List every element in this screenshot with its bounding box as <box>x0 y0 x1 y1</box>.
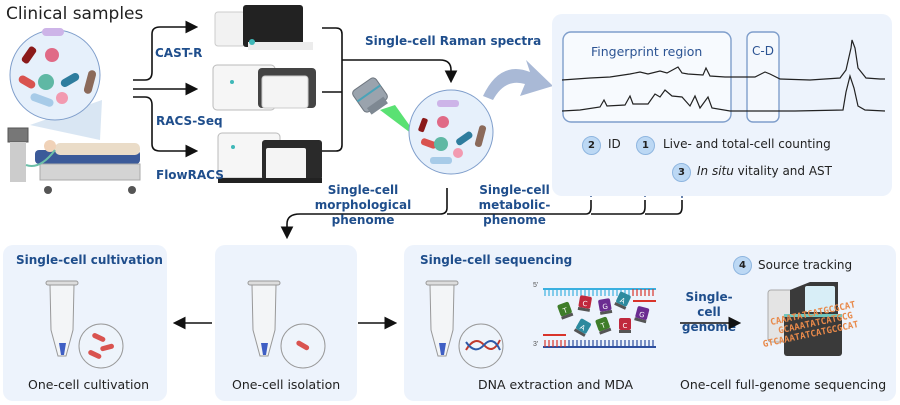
svg-text:T: T <box>561 306 569 316</box>
cultivation-caption: One-cell cultivation <box>28 377 150 392</box>
nucleotide-G-icon: G <box>634 306 650 324</box>
app-label-id: ID <box>608 137 621 151</box>
flowracs-instrument-icon <box>217 132 322 183</box>
svg-text:A: A <box>578 323 586 332</box>
app-badge-3: 3 <box>672 163 691 182</box>
app-label-vitality-italic: In situ <box>697 164 734 178</box>
cast-r-instrument-icon <box>214 5 313 50</box>
instrument-label-flowracs: FlowRACS <box>156 168 224 182</box>
source-tracking-label: Source tracking <box>758 258 853 272</box>
app-label-vitality-rest: vitality and AST <box>733 164 833 178</box>
genome-sequencing-caption: One-cell full-genome sequencing <box>680 377 887 392</box>
patient-bed-icon <box>7 127 141 194</box>
tube-icon-isolation <box>247 280 326 369</box>
fingerprint-region-label: Fingerprint region <box>591 44 703 59</box>
svg-text:T: T <box>599 321 607 331</box>
metab-phenome-label: Single-cell metabolic-phenome <box>452 183 577 228</box>
metab-phenome-line1: Single-cell <box>479 183 550 197</box>
cultivation-panel <box>3 245 167 401</box>
morph-phenome-line1: Single-cell <box>327 183 399 197</box>
tube-icon-sequencing <box>425 280 504 369</box>
tube-icon-cultivation <box>45 280 124 369</box>
strand-5-prime-label: 5' <box>533 282 539 289</box>
svg-text:C: C <box>582 300 588 309</box>
svg-text:A: A <box>619 296 627 305</box>
svg-text:G: G <box>602 303 609 312</box>
morph-phenome-label: Single-cell morphological phenome <box>283 183 443 228</box>
cd-region-label: C-D <box>752 44 774 58</box>
nucleotide-T-icon: T <box>557 301 574 320</box>
app-badge-2: 2 <box>582 136 601 155</box>
app-badge-1: 1 <box>636 136 655 155</box>
metab-phenome-line2: metabolic-phenome <box>478 198 551 227</box>
morph-phenome-line2: morphological phenome <box>314 198 412 227</box>
spectrum-line-top <box>561 39 885 81</box>
svg-text:C: C <box>623 322 628 330</box>
nucleotide-T-icon: T <box>595 316 612 335</box>
strand-3-prime-label: 3' <box>533 341 539 348</box>
dna-extraction-caption: DNA extraction and MDA <box>478 377 634 392</box>
app-label-vitality: In situ vitality and AST <box>697 164 832 178</box>
isolation-caption: One-cell isolation <box>232 377 341 392</box>
arrow-to-flowracs <box>133 96 199 158</box>
nucleotide-A-icon: A <box>614 291 631 310</box>
objective-lens-icon <box>352 77 388 115</box>
isolation-panel <box>215 245 357 401</box>
sequencing-title: Single-cell sequencing <box>420 253 573 267</box>
nucleotide-C-icon: C <box>619 318 631 333</box>
nucleotide-G-icon: G <box>598 298 613 315</box>
clinical-samples-title: Clinical samples <box>6 4 144 24</box>
curved-arrow-to-spectra-icon <box>483 60 553 100</box>
spectrum-line-bottom <box>561 73 886 112</box>
arrow-to-cast-r <box>133 20 199 81</box>
svg-text:G: G <box>638 310 645 319</box>
cultivation-title: Single-cell cultivation <box>16 253 163 267</box>
app-label-counting: Live- and total-cell counting <box>663 137 831 151</box>
source-tracking-badge: 4 <box>733 256 752 275</box>
arrow-to-raman <box>342 59 458 84</box>
instrument-label-cast-r: CAST-R <box>155 46 203 60</box>
racs-seq-instrument-icon <box>212 64 316 111</box>
phenome-connector <box>280 188 448 240</box>
cells-circle-icon <box>408 89 494 175</box>
raman-spectra-label: Single-cell Raman spectra <box>365 34 542 48</box>
instrument-label-racs-seq: RACS-Seq <box>156 114 223 128</box>
instrument-bracket <box>322 27 343 152</box>
genome-line1: Single-cell <box>685 290 733 319</box>
nucleotide-C-icon: C <box>577 295 592 312</box>
nucleotide-A-icon: A <box>573 318 591 337</box>
